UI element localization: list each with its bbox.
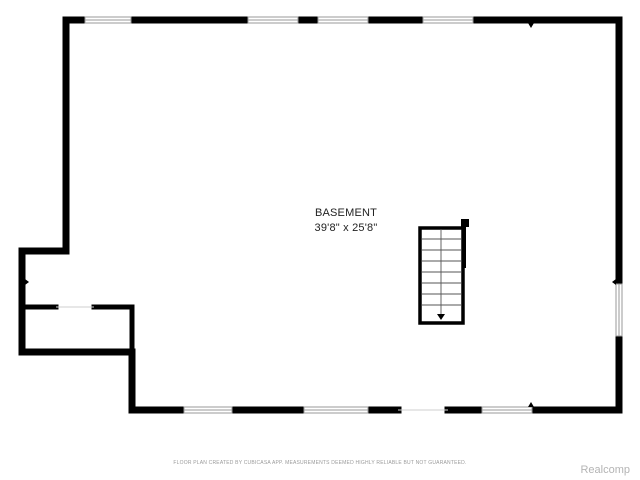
window: [481, 406, 533, 414]
room-label: BASEMENT 39'8" x 25'8": [246, 206, 446, 236]
alcove-interior-wall-right: [91, 304, 135, 355]
wall-marks: [25, 23, 616, 407]
realcomp-watermark: Realcomp: [580, 464, 630, 476]
windows: [84, 16, 623, 414]
floor-plan-disclaimer: FLOOR PLAN CREATED BY CUBICASA APP. MEAS…: [173, 460, 467, 466]
window: [317, 16, 369, 24]
interior-walls: [19, 304, 135, 355]
window: [247, 16, 299, 24]
staircase: [418, 219, 469, 325]
window: [615, 283, 623, 337]
window: [183, 406, 233, 414]
alcove-wall: [18, 16, 136, 414]
stair-arrow: [437, 314, 445, 320]
window: [303, 406, 369, 414]
room-dimensions: 39'8" x 25'8": [314, 222, 378, 234]
basement-floor: [22, 20, 619, 410]
window: [422, 16, 474, 24]
window: [84, 16, 132, 24]
room-name: BASEMENT: [314, 207, 378, 219]
